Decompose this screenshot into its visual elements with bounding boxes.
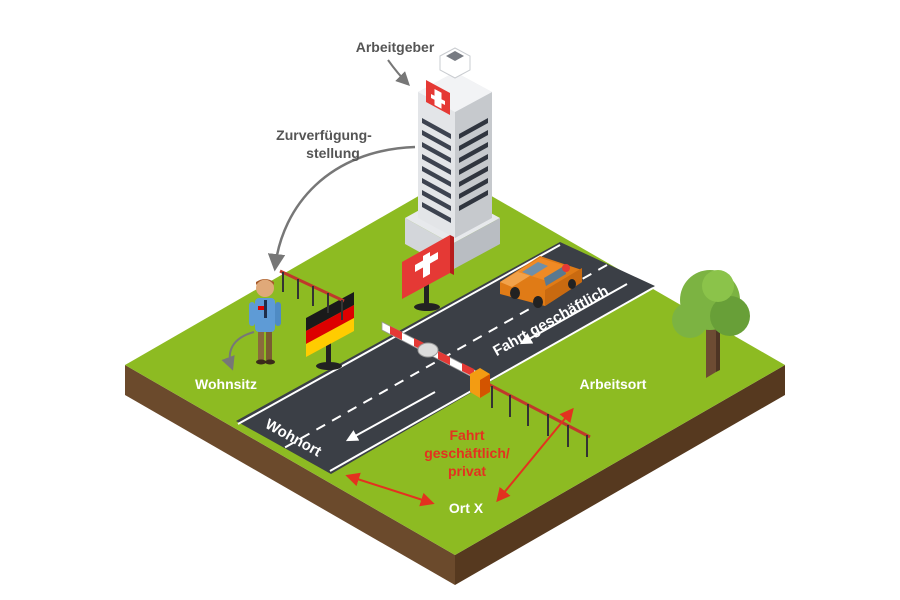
label-place-x: Ort X bbox=[449, 500, 484, 516]
label-trip-mixed-line3: privat bbox=[448, 463, 486, 479]
label-employer: Arbeitgeber bbox=[356, 39, 435, 55]
arrow-to-residence bbox=[221, 331, 255, 371]
arrow-to-employer bbox=[387, 59, 410, 86]
label-provision-line2: stellung bbox=[306, 145, 360, 161]
fence-left bbox=[279, 269, 345, 320]
office-tower-icon bbox=[405, 47, 500, 270]
label-trip-mixed-line1: Fahrt bbox=[450, 427, 485, 443]
label-trip-mixed-line2: geschäftlich/ bbox=[424, 445, 510, 461]
arrow-provision bbox=[267, 145, 416, 272]
barrier-icon bbox=[381, 321, 490, 398]
label-provision-line1: Zurverfügung- bbox=[276, 127, 372, 143]
person-icon bbox=[249, 279, 281, 365]
label-workplace: Arbeitsort bbox=[580, 376, 647, 392]
tree-icon bbox=[672, 270, 750, 378]
tower-swiss-flag-icon bbox=[426, 80, 450, 115]
label-residence: Wohnsitz bbox=[195, 376, 257, 392]
arrow-place-x-to-workplace bbox=[496, 407, 574, 503]
arrow-home-to-place-x bbox=[345, 472, 435, 507]
car-icon bbox=[500, 256, 582, 308]
swiss-flag-icon bbox=[402, 235, 454, 311]
